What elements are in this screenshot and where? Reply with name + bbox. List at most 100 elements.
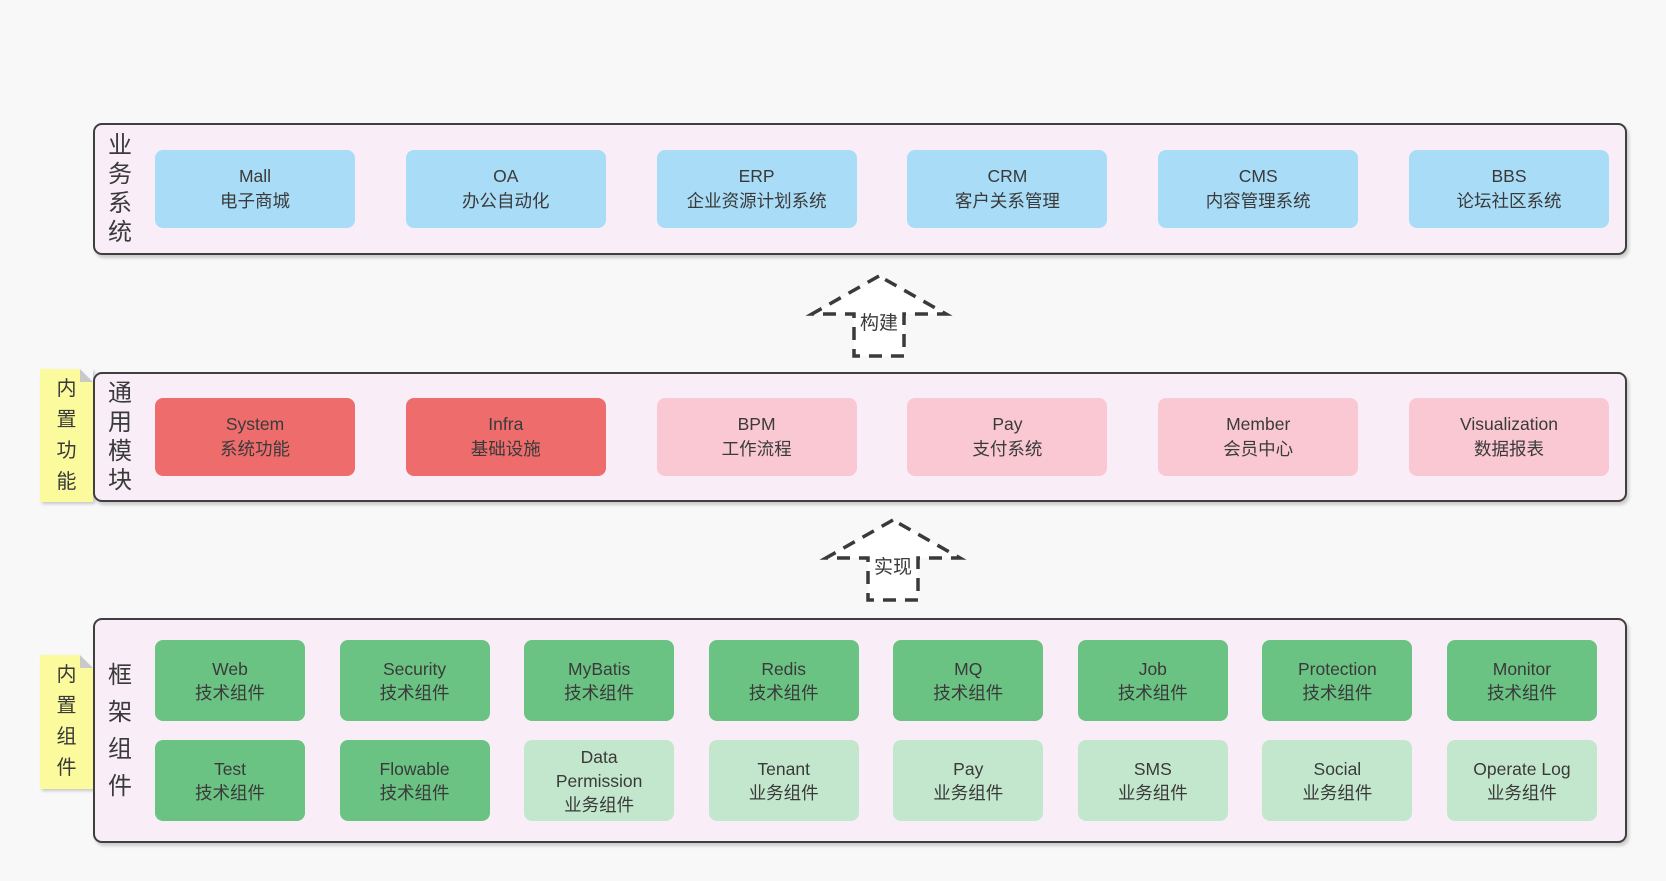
- component-box: Social 业务组件: [1262, 740, 1413, 821]
- box-title: Infra: [488, 414, 524, 434]
- build-arrow: 构建: [805, 273, 953, 359]
- box-subtitle: 技术组件: [1302, 682, 1373, 703]
- business-system-box: BBS 论坛社区系统: [1408, 150, 1609, 228]
- module-box: Visualization 数据报表: [1408, 398, 1609, 476]
- box-subtitle: 办公自动化: [462, 191, 550, 211]
- business-band-title: 业务系统: [108, 132, 132, 246]
- box-subtitle: 会员中心: [1223, 439, 1294, 459]
- business-system-box: OA 办公自动化: [405, 150, 606, 228]
- component-box: Web 技术组件: [155, 640, 305, 721]
- business-system-box: Mall 电子商城: [155, 150, 355, 228]
- box-title: Redis: [761, 658, 807, 679]
- box-title: Monitor: [1492, 658, 1552, 679]
- built-in-functions-sticky-note: 内置功能: [40, 369, 93, 502]
- box-subtitle: 技术组件: [195, 782, 265, 803]
- box-title: System: [225, 414, 285, 434]
- component-box: MQ 技术组件: [893, 640, 1044, 721]
- box-title: Member: [1226, 414, 1291, 434]
- component-box: Flowable 技术组件: [339, 740, 490, 821]
- box-title: Visualization: [1460, 414, 1558, 434]
- components-band-title: 框架组件: [108, 661, 132, 800]
- box-subtitle: 技术组件: [195, 682, 265, 703]
- box-subtitle: 内容管理系统: [1205, 191, 1311, 211]
- component-box: Security 技术组件: [339, 640, 490, 721]
- component-box: Tenant 业务组件: [708, 740, 859, 821]
- implement-arrow: 实现: [819, 517, 967, 603]
- box-title: Pay: [953, 758, 984, 779]
- box-title: Social: [1313, 758, 1362, 779]
- box-title: Mall: [238, 166, 272, 186]
- sticky-note-label: 内置功能: [56, 377, 77, 493]
- box-subtitle: 系统功能: [220, 439, 290, 459]
- box-subtitle: 基础设施: [470, 439, 541, 459]
- box-title: MQ: [954, 658, 983, 679]
- box-title: BPM: [737, 414, 776, 434]
- box-title: Job: [1138, 658, 1167, 679]
- box-subtitle: 电子商城: [220, 191, 290, 211]
- box-subtitle: 业务组件: [748, 782, 819, 803]
- module-box: System 系统功能: [155, 398, 355, 476]
- box-subtitle: 技术组件: [1486, 682, 1557, 703]
- box-title: Pay: [992, 414, 1023, 434]
- box-title: Security: [382, 658, 447, 679]
- component-box: Monitor 技术组件: [1446, 640, 1597, 721]
- box-subtitle: 工作流程: [721, 439, 792, 459]
- module-box: Infra 基础设施: [405, 398, 606, 476]
- box-subtitle: 论坛社区系统: [1456, 191, 1562, 211]
- common-modules-band: 通用模块 System 系统功能 Infra 基础设施 BPM 工作流程 Pay 支付系统 Me…: [93, 372, 1627, 502]
- box-subtitle: 数据报表: [1473, 439, 1544, 459]
- box-subtitle: 业务组件: [1117, 782, 1188, 803]
- sticky-note-label: 内置组件: [56, 664, 77, 779]
- business-system-box: CMS 内容管理系统: [1158, 150, 1359, 228]
- business-systems-band: 业务系统 Mall 电子商城 OA 办公自动化 ERP 企业资源计划系统 CRM 客户关系管理…: [93, 123, 1627, 255]
- box-title: Operate Log: [1473, 758, 1571, 779]
- module-box: Pay 支付系统: [907, 398, 1108, 476]
- box-title: BBS: [1491, 166, 1527, 186]
- box-subtitle: 客户关系管理: [954, 191, 1060, 211]
- box-subtitle: 技术组件: [379, 682, 450, 703]
- built-in-components-sticky-note: 内置组件: [40, 655, 93, 789]
- box-subtitle: 技术组件: [933, 682, 1004, 703]
- box-title: CRM: [987, 166, 1028, 186]
- box-title: Data Permission: [555, 746, 643, 791]
- component-box: Operate Log 业务组件: [1446, 740, 1597, 821]
- component-box: Data Permission 业务组件: [524, 740, 675, 821]
- module-box: Member 会员中心: [1158, 398, 1359, 476]
- component-box: Redis 技术组件: [708, 640, 859, 721]
- implement-arrow-label: 实现: [869, 552, 917, 579]
- common-modules-row: System 系统功能 Infra 基础设施 BPM 工作流程 Pay 支付系统 Member 会…: [155, 398, 1609, 476]
- box-title: Flowable: [379, 758, 450, 779]
- box-subtitle: 业务组件: [933, 782, 1004, 803]
- box-title: SMS: [1133, 758, 1172, 779]
- business-system-box: ERP 企业资源计划系统: [656, 150, 857, 228]
- box-subtitle: 技术组件: [748, 682, 819, 703]
- component-box: SMS 业务组件: [1077, 740, 1228, 821]
- component-box: Test 技术组件: [155, 740, 305, 821]
- box-subtitle: 业务组件: [1486, 782, 1557, 803]
- box-subtitle: 企业资源计划系统: [686, 191, 827, 211]
- business-systems-row: Mall 电子商城 OA 办公自动化 ERP 企业资源计划系统 CRM 客户关系管理 CMS 内容…: [155, 150, 1609, 228]
- box-subtitle: 业务组件: [1302, 782, 1373, 803]
- box-subtitle: 技术组件: [1117, 682, 1188, 703]
- module-box: BPM 工作流程: [656, 398, 857, 476]
- box-title: CMS: [1238, 166, 1278, 186]
- box-title: OA: [493, 166, 519, 186]
- box-title: MyBatis: [568, 658, 631, 679]
- component-box: Pay 业务组件: [893, 740, 1044, 821]
- box-subtitle: 技术组件: [379, 782, 450, 803]
- modules-band-title: 通用模块: [108, 380, 132, 494]
- box-subtitle: 业务组件: [564, 794, 635, 815]
- component-box: Job 技术组件: [1077, 640, 1228, 721]
- box-title: Web: [212, 658, 248, 679]
- box-title: Test: [213, 758, 247, 779]
- box-title: ERP: [738, 166, 775, 186]
- box-subtitle: 支付系统: [972, 439, 1043, 459]
- box-title: Tenant: [757, 758, 810, 779]
- box-title: Protection: [1297, 658, 1377, 679]
